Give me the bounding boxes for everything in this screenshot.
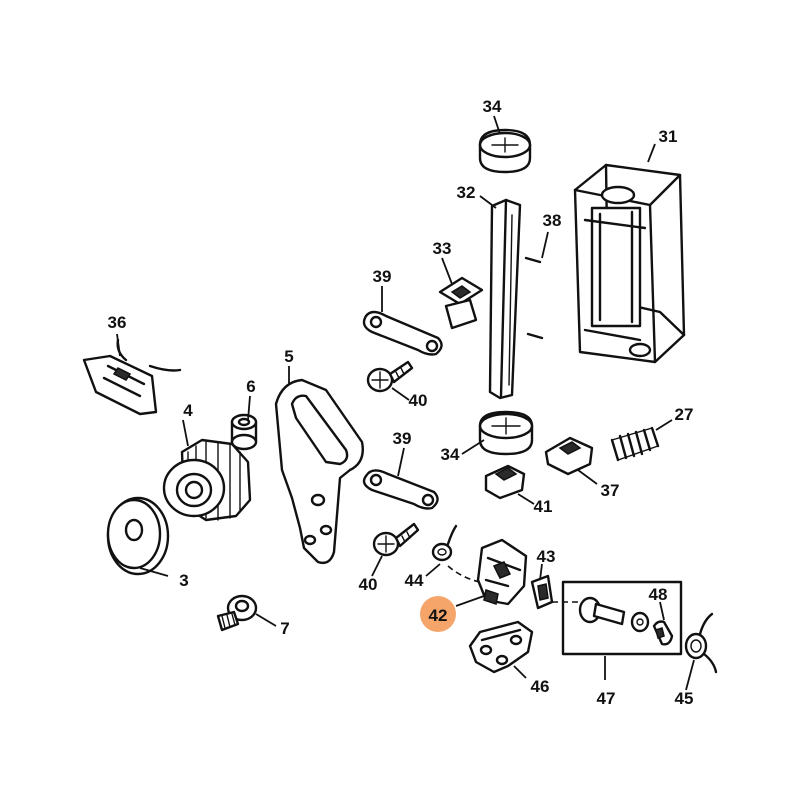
- callout-40-bottom: 40: [359, 575, 378, 594]
- callout-32: 32: [457, 183, 476, 202]
- part-48-clip: [652, 620, 674, 646]
- callout-31: 31: [659, 127, 678, 146]
- leader-lines: [116, 115, 695, 691]
- part-36-cable-clip: [82, 338, 182, 416]
- part-7-bolt: [216, 594, 258, 632]
- callout-40-top: 40: [409, 391, 428, 410]
- part-6-bushing: [230, 413, 258, 451]
- part-3-pulley: [106, 496, 170, 576]
- callout-38: 38: [543, 211, 562, 230]
- part-34-knob-bottom: [478, 410, 534, 456]
- callout-labels: 34 31 32 38 33 39 5 40 36 6 4 39 34 27 3…: [108, 97, 694, 708]
- part-46-plate: [468, 620, 534, 674]
- part-38-pins: [524, 256, 544, 340]
- part-44-spring: [431, 524, 481, 583]
- part-27-spring: [610, 426, 660, 462]
- callout-48: 48: [649, 585, 668, 604]
- part-37-slider: [544, 436, 594, 476]
- highlight-marker: [420, 596, 456, 632]
- callout-39-bottom: 39: [393, 429, 412, 448]
- part-34-knob-top: [478, 128, 532, 174]
- callout-6: 6: [246, 377, 255, 396]
- part-33-clip: [438, 276, 484, 330]
- part-31-housing: [573, 163, 686, 364]
- callout-7: 7: [280, 619, 289, 638]
- callout-37: 37: [601, 481, 620, 500]
- callout-33: 33: [433, 239, 452, 258]
- callout-44: 44: [405, 571, 424, 590]
- callout-4: 4: [183, 401, 193, 420]
- part-43-cam: [530, 574, 554, 610]
- part-42-bracket: [476, 538, 528, 606]
- part-39-link-bottom: [362, 469, 439, 510]
- callout-3: 3: [179, 571, 188, 590]
- part-45-spring: [684, 612, 718, 674]
- callout-45: 45: [675, 689, 694, 708]
- callout-5: 5: [284, 347, 293, 366]
- part-32-rack-bar: [488, 198, 522, 400]
- callout-46: 46: [531, 677, 550, 696]
- callout-36: 36: [108, 313, 127, 332]
- callout-34-bottom: 34: [441, 445, 460, 464]
- callout-43: 43: [537, 547, 556, 566]
- callout-39-top: 39: [373, 267, 392, 286]
- callout-41: 41: [534, 497, 553, 516]
- callout-47: 47: [597, 689, 616, 708]
- callout-27: 27: [675, 405, 694, 424]
- callout-34-top: 34: [483, 97, 502, 116]
- part-40-screw-bottom: [372, 522, 420, 557]
- part-41-latch: [484, 464, 526, 500]
- part-40-screw-top: [366, 360, 414, 393]
- part-39-link-top: [362, 310, 443, 356]
- callout-42: 42: [429, 606, 448, 625]
- part-5-arm: [274, 378, 364, 565]
- part-4-gear: [162, 438, 252, 522]
